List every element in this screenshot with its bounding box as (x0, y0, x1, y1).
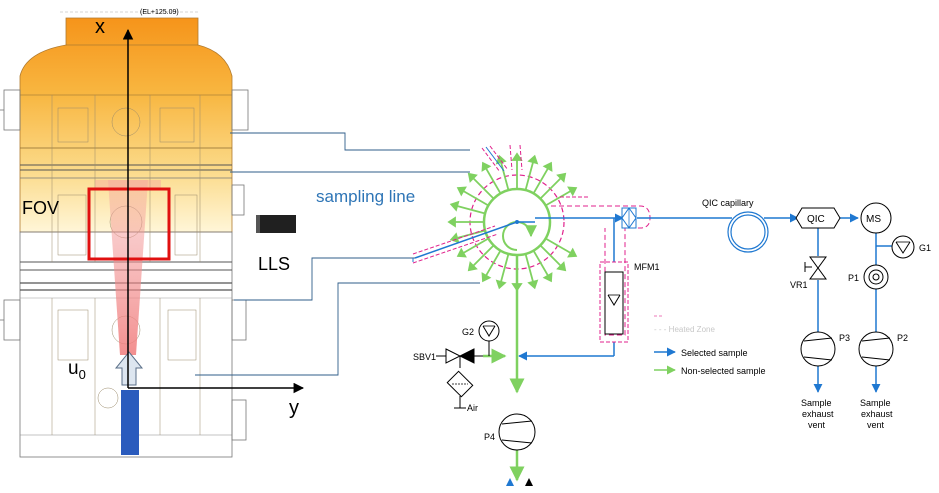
spoke-tip (495, 279, 507, 290)
spoke-tip (511, 152, 523, 161)
spoke-line (500, 161, 510, 191)
leader-lines (195, 132, 480, 376)
g2-gauge[interactable]: G2 (462, 320, 500, 356)
p2-pump[interactable]: P2 (858, 331, 908, 367)
spoke-line (524, 161, 534, 191)
spoke-tip (567, 247, 578, 258)
spoke-tip (467, 261, 478, 272)
spoke-tip (449, 232, 460, 244)
spoke-line (545, 237, 572, 254)
spoke-line (472, 177, 495, 200)
nonselected-path (483, 256, 525, 482)
p1-label: P1 (848, 273, 859, 283)
qic-unit[interactable]: QIC (795, 207, 841, 229)
fov-box (87, 187, 171, 261)
spoke-line (500, 253, 510, 283)
qic-label: QIC (807, 214, 825, 225)
spoke-tip (449, 200, 460, 212)
g1-label: G1 (919, 243, 931, 253)
spoke-line (462, 237, 489, 254)
spoke-tip (481, 272, 492, 283)
vr1-valve[interactable]: VR1 (790, 256, 827, 290)
mfm1-label: MFM1 (634, 262, 660, 272)
p4-label: P4 (484, 432, 495, 442)
svg-text:exhaust: exhaust (802, 409, 834, 419)
inlet-pipe (121, 390, 139, 455)
legend-selected: Selected sample (681, 348, 748, 358)
spoke-tip (542, 272, 553, 283)
p2-label: P2 (897, 333, 908, 343)
u0-label: u0 (68, 358, 86, 382)
spoke-tip (542, 161, 553, 172)
sampling-line-label: sampling line (316, 187, 415, 206)
fov-label: FOV (22, 198, 59, 218)
p4-pump[interactable]: P4 (484, 413, 536, 451)
qic-capillary-coil (727, 211, 769, 253)
g1-gauge[interactable]: G1 (891, 235, 931, 259)
spoke-line (524, 253, 534, 283)
spoke-tip (447, 216, 456, 228)
spoke-line (456, 205, 486, 215)
p3-pump[interactable]: P3 (800, 331, 850, 367)
spoke-line (485, 167, 502, 194)
spoke-tip (456, 186, 467, 197)
legend-heated-zone: - - - Heated Zone (654, 325, 715, 334)
p3-label: P3 (839, 333, 850, 343)
svg-text:exhaust: exhaust (861, 409, 893, 419)
sbv1-valve[interactable]: SBV1 (413, 348, 483, 368)
sbv1-label: SBV1 (413, 352, 436, 362)
spoke-line (462, 190, 489, 207)
air-label: Air (467, 403, 478, 413)
air-filter: Air (446, 370, 478, 413)
vessel-drawing: (EL+125.09) x y FOV u0 LLS (0, 9, 305, 458)
spoke-tip (556, 172, 567, 183)
svg-text:Sample: Sample (860, 398, 891, 408)
spoke-tip (481, 161, 492, 172)
svg-text:vent: vent (808, 420, 826, 430)
spoke-tip (567, 186, 578, 197)
svg-text:Sample: Sample (801, 398, 832, 408)
top-elevation-note: (EL+125.09) (140, 9, 179, 16)
svg-text:vent: vent (867, 420, 885, 430)
spoke-tip (556, 261, 567, 272)
legend: - - - Heated Zone Selected sample Non-se… (654, 315, 766, 376)
spoke-line (532, 250, 549, 277)
selected-path (518, 211, 892, 393)
exhaust-vent-1: Sample exhaust vent (801, 398, 834, 430)
spoke-line (539, 177, 562, 200)
p1-pump[interactable]: P1 (848, 264, 889, 290)
g2-label: G2 (462, 327, 474, 337)
u0-arrow (114, 351, 144, 386)
lls-sensor (258, 215, 296, 233)
spoke-tip (467, 172, 478, 183)
spoke-line (532, 167, 549, 194)
sampling-manifold (412, 144, 651, 336)
inline-filter (621, 207, 637, 229)
ms-label: MS (866, 214, 881, 225)
ms-unit[interactable]: MS (860, 202, 892, 234)
spoke-tip (456, 247, 467, 258)
x-axis-label: x (95, 16, 105, 38)
spoke-tip (527, 279, 539, 290)
exhaust-vent-2: Sample exhaust vent (860, 398, 893, 430)
y-axis-label: y (289, 397, 299, 419)
qic-capillary-label: QIC capillary (702, 198, 754, 208)
spoke-line (539, 244, 562, 267)
spoke-tip (527, 154, 539, 165)
mfm1-flowmeter[interactable]: MFM1 (599, 261, 660, 343)
spoke-line (472, 244, 495, 267)
lls-label: LLS (258, 254, 290, 274)
legend-nonselected: Non-selected sample (681, 366, 766, 376)
spoke-line (545, 190, 572, 207)
vr1-label: VR1 (790, 280, 808, 290)
spoke-line (485, 250, 502, 277)
